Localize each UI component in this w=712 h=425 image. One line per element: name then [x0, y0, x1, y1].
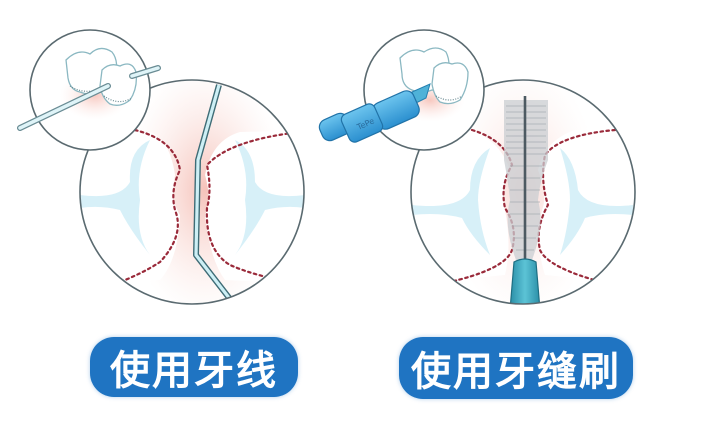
- floss-label: 使用牙线: [90, 337, 298, 397]
- floss-label-text: 使用牙线: [110, 348, 278, 394]
- magnified-circle: [79, 79, 305, 305]
- floss-illustration: [17, 29, 305, 305]
- interdental-brush-illustration: TePe: [318, 29, 636, 305]
- interdental-brush-label: 使用牙缝刷: [399, 337, 633, 399]
- interdental-brush-label-text: 使用牙缝刷: [411, 349, 621, 395]
- magnified-circle: [410, 79, 636, 305]
- interdental-brush-handle: TePe: [318, 83, 431, 143]
